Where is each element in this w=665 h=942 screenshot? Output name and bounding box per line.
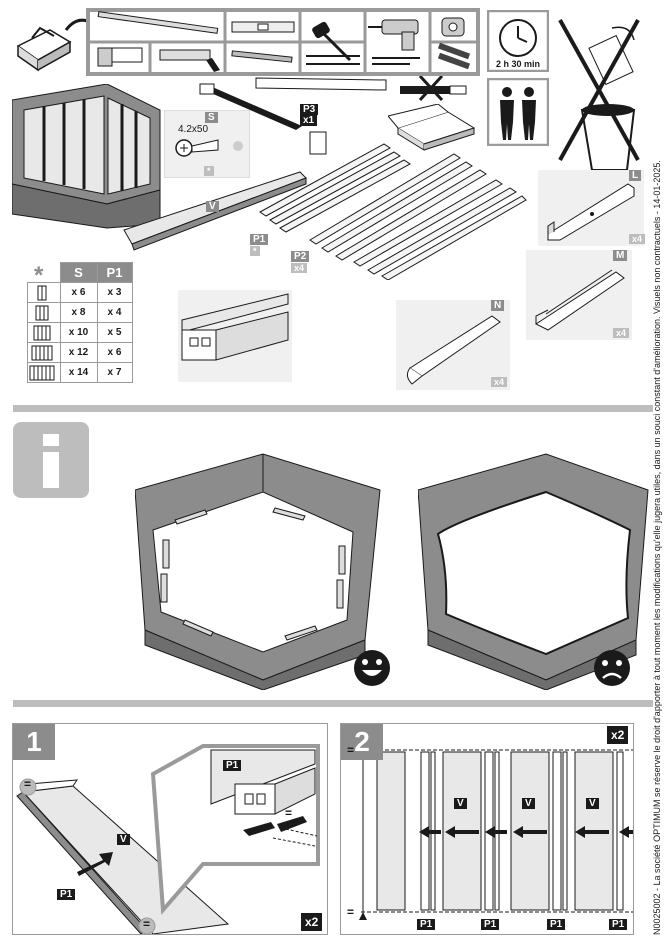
duration-box: 2 h 30 min: [487, 10, 549, 72]
step-1-number: 1: [13, 724, 55, 760]
screw-size: 4.2x50: [178, 124, 209, 135]
section-divider: [13, 405, 653, 412]
n-qty: x4: [491, 377, 508, 387]
p2-qty: x4: [291, 263, 308, 273]
pencil-icon: [231, 50, 293, 63]
smiley-sad-icon: [592, 648, 632, 688]
profile-p3-illustration: [196, 70, 396, 160]
p3-qty: x1: [300, 115, 318, 126]
table-row: x 8 x 4: [27, 302, 133, 323]
toolbox-icon: [16, 26, 72, 72]
step-1-inset-p1-label: P1: [223, 760, 242, 771]
correct-foundation-illustration: [135, 450, 385, 690]
p2-label: P2: [291, 251, 310, 262]
legal-side-note: N0025002 - La société OPTIMUM se réserve…: [652, 160, 662, 935]
step-1-equal-top: =: [24, 777, 32, 791]
l-label: L: [629, 170, 642, 181]
no-knife-icon: [398, 76, 472, 102]
profile-l-detail: [538, 170, 644, 246]
glass-label: V: [206, 201, 219, 212]
drill-bits-icon: [437, 42, 471, 70]
tape-measure-icon: [441, 17, 465, 37]
person-icon: [522, 87, 536, 140]
screw-label: S: [205, 112, 218, 123]
drill-icon: [368, 19, 420, 65]
step-2-panel: 2 x2 = = V V V P1 P1 P1 P1: [340, 723, 634, 935]
caulk-gun-icon: [159, 49, 220, 72]
person-icon: [500, 87, 514, 140]
screw-icon: [175, 139, 219, 157]
p3-label: P3: [300, 104, 319, 115]
table-row: x 12 x 6: [27, 342, 133, 363]
qty-star: *: [34, 262, 44, 289]
step-2-p1-label-1: P1: [417, 919, 436, 930]
step-2-p1-label-3: P1: [547, 919, 566, 930]
profile-n-detail: [396, 300, 510, 390]
step-1-glass-label: V: [117, 834, 130, 845]
profile-m-detail: [526, 250, 632, 340]
profile-bundle-illustration: [256, 140, 528, 280]
p1-star: *: [250, 246, 260, 256]
m-label: M: [613, 250, 628, 261]
step-2-glass-label-1: V: [454, 798, 467, 809]
screwdriver-icon: [306, 55, 360, 65]
push-arrow-icon: [419, 826, 633, 838]
tools-panel: [10, 8, 480, 76]
no-discard-icon: [552, 10, 642, 170]
package-box-icon: [388, 104, 478, 156]
table-header-p1: P1: [96, 262, 133, 283]
incorrect-foundation-illustration: [418, 450, 665, 690]
step-1-equal-bottom: =: [143, 917, 151, 931]
step-2-equal-bottom: =: [347, 905, 355, 919]
step-2-glass-label-3: V: [586, 798, 599, 809]
step-2-multiplier: x2: [607, 726, 629, 744]
table-row: x 14 x 7: [27, 362, 133, 383]
clock-icon: [499, 19, 537, 57]
greenhouse-illustration: [12, 84, 162, 229]
profile-section-detail: [178, 290, 292, 382]
table-row: x 10 x 5: [27, 322, 133, 343]
smiley-happy-icon: [352, 648, 392, 688]
n-label: N: [491, 300, 505, 311]
step-2-equal-top: =: [347, 743, 355, 757]
p1-label: P1: [250, 234, 269, 245]
l-qty: x4: [629, 234, 646, 244]
step-2-p1-label-4: P1: [609, 919, 628, 930]
step-2-glass-label-2: V: [522, 798, 535, 809]
section-divider: [13, 700, 653, 707]
step-1-panel: 1 P1 V P1 = = = x2: [12, 723, 328, 935]
step-1-p1-label: P1: [57, 889, 76, 900]
screw-star: *: [204, 166, 214, 176]
m-qty: x4: [613, 328, 630, 338]
step-2-p1-label-2: P1: [481, 919, 500, 930]
table-row: x 6 x 3: [27, 282, 133, 303]
saw-icon: [97, 47, 143, 67]
ruler-icon: [97, 11, 219, 34]
duration-text: 2 h 30 min: [495, 59, 540, 69]
quantity-table: S P1 x 6 x 3 x 8 x 4 x 10 x 5 x 12 x 6 x…: [27, 262, 133, 383]
info-icon: [13, 422, 89, 498]
step-1-equal-inset: =: [285, 806, 293, 820]
step-2-number: 2: [341, 724, 383, 760]
two-persons-box: [487, 78, 549, 146]
step-1-multiplier: x2: [301, 913, 323, 931]
table-header-s: S: [59, 262, 98, 283]
